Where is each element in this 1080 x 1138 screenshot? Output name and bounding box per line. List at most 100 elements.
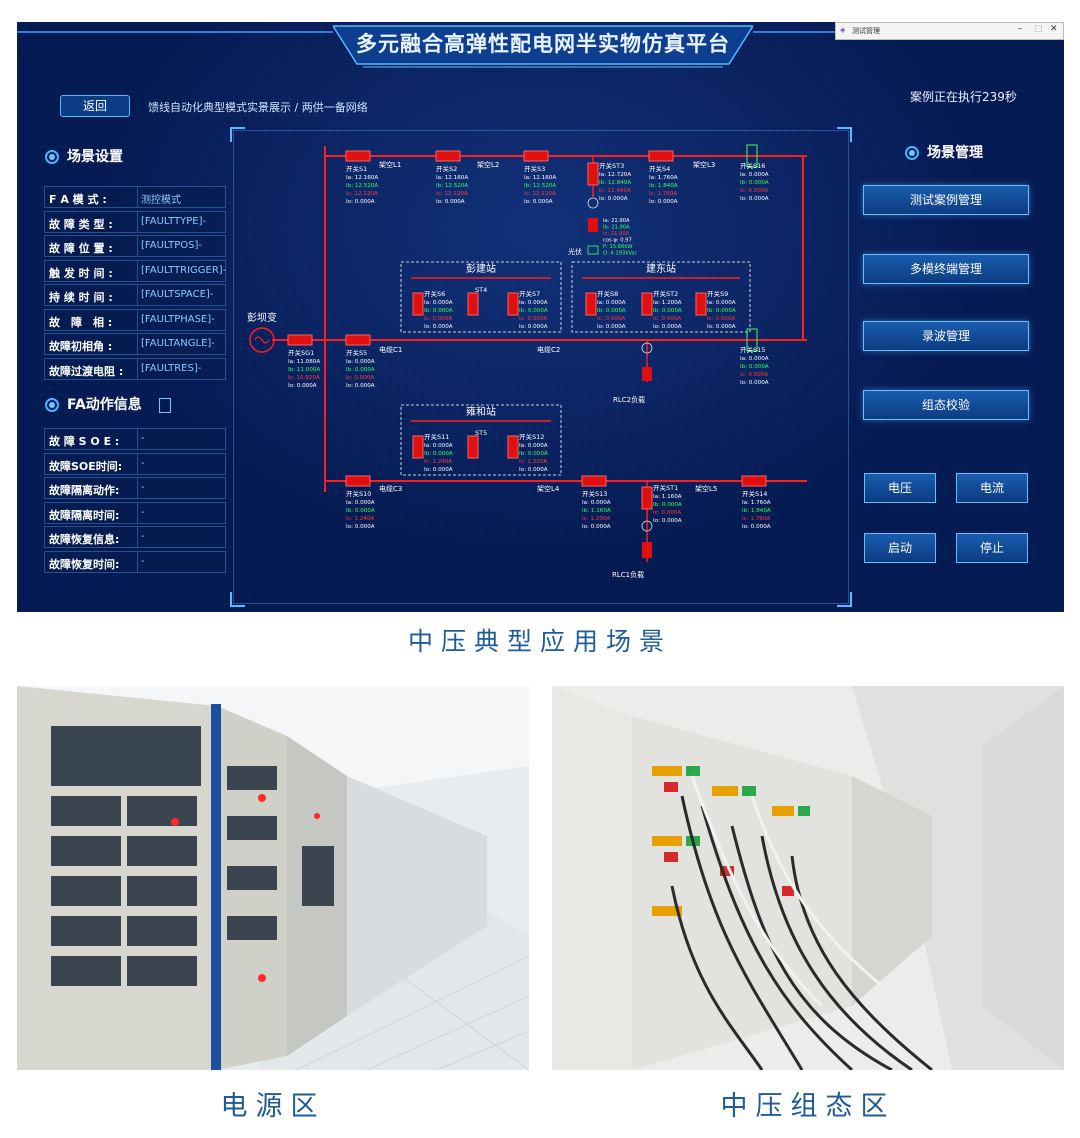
switch-icon — [287, 334, 313, 346]
fa-info-row: 故 障 S O E :- — [44, 428, 226, 450]
switch-reading: Ia: 0.000A — [424, 300, 453, 306]
switch-reading: Ic: 0.000A — [424, 316, 452, 322]
switch-reading: Ia: 0.000A — [707, 300, 736, 306]
scene-setting-row: F A 模 式 :测控模式 — [44, 186, 226, 208]
config-check-button[interactable]: 组态校验 — [863, 390, 1029, 420]
current-button[interactable]: 电流 — [956, 473, 1028, 503]
frame-corner — [837, 127, 852, 142]
back-button[interactable]: 返回 — [60, 95, 130, 117]
switch-name: 开关S9 — [707, 289, 728, 298]
switch-reading: Ia: 12.160A — [524, 175, 556, 181]
scene-setting-label: 故 障 类 型 : — [49, 217, 113, 231]
switch-reading: Ib: 0.000A — [519, 308, 548, 314]
switch-reading: Ia: 0.000A — [519, 443, 548, 449]
scene-setting-label: 故障过渡电阻 : — [49, 364, 124, 378]
scene-setting-row: 故障初相角 :[FAULTANGLE]- — [44, 333, 226, 355]
switch-reading: Ia: 0.000A — [740, 172, 769, 178]
scene-setting-label: 故 障 相 : — [49, 315, 113, 329]
switch-reading: Ia: 0.000A — [582, 500, 611, 506]
switch-icon — [507, 435, 519, 459]
switch-name: 开关ST2 — [653, 289, 678, 298]
test-case-manage-button[interactable]: 测试案例管理 — [863, 185, 1029, 215]
switch-reading: Ia: 0.000A — [424, 443, 453, 449]
waveform-manage-button[interactable]: 录波管理 — [863, 321, 1029, 351]
switch-reading: Ib: 1.840A — [649, 183, 678, 189]
transformer-icon — [641, 342, 653, 354]
switch-reading: Ic: 0.000A — [740, 372, 768, 378]
sine-icon — [254, 336, 270, 344]
switch-name: 开关S11 — [424, 432, 449, 441]
divider — [137, 187, 138, 207]
line-label: 架空L3 — [693, 160, 715, 169]
platform-screen: 多元融合高弹性配电网半实物仿真平台 ◈ 测试管理 – □ ✕ 返回 馈线自动化典… — [17, 22, 1064, 612]
close-button[interactable]: ✕ — [1050, 24, 1058, 34]
fa-info-value: - — [141, 457, 145, 469]
switch-reading: Ib: 12.840A — [599, 180, 631, 186]
switch-reading: Ib: 12.520A — [524, 183, 556, 189]
switch-name: ST5 — [475, 429, 487, 437]
rlc1-switch-icon — [642, 542, 652, 558]
switch-reading: Io: 0.000A — [597, 324, 626, 330]
divider — [137, 211, 138, 232]
scene-setting-value: [FAULTSPACE]- — [141, 289, 214, 300]
switch-icon — [507, 292, 519, 316]
power-area-photo — [17, 686, 529, 1070]
fa-info-label: 故障隔离时间: — [49, 508, 120, 522]
switch-reading: Ia: 0.000A — [597, 300, 626, 306]
switch-reading: Ic: 0.000A — [519, 316, 547, 322]
pv-reading: Q: 4.193kVar — [603, 251, 638, 257]
switch-reading: Ib: 11.000A — [288, 367, 320, 373]
mv-config-area-photo — [552, 686, 1064, 1070]
switch-reading: Ib: 0.000A — [519, 451, 548, 457]
switch-icon — [746, 144, 758, 168]
scene-setting-value: [FAULTANGLE]- — [141, 338, 215, 349]
switch-reading: Io: 0.000A — [288, 383, 317, 389]
switch-icon — [695, 292, 707, 316]
switch-reading: Ia: 0.000A — [346, 359, 375, 365]
fa-info-row: 故障恢复时间:- — [44, 550, 226, 573]
switch-reading: Ic: 1.760A — [742, 516, 770, 522]
switch-reading: Io: 0.000A — [707, 324, 736, 330]
switch-reading: Ia: 12.720A — [599, 172, 631, 178]
maximize-button[interactable]: □ — [1034, 24, 1043, 34]
window-title: 测试管理 — [852, 27, 880, 35]
switch-reading: Io: 0.000A — [424, 324, 453, 330]
switch-icon — [741, 475, 767, 487]
source-label: 彭坝变 — [247, 311, 277, 324]
terminal-manage-button[interactable]: 多模终端管理 — [863, 254, 1029, 284]
divider — [137, 236, 138, 256]
switch-reading: Ic: 0.000A — [346, 375, 374, 381]
fa-info-label: 故障SOE时间: — [49, 459, 123, 473]
switch-name: 开关S2 — [436, 164, 457, 173]
document-icon[interactable] — [158, 397, 171, 413]
switch-reading: Ia: 12.160A — [346, 175, 378, 181]
scene-setting-row: 故 障 类 型 :[FAULTTYPE]- — [44, 210, 226, 233]
minimize-button[interactable]: – — [1018, 24, 1023, 34]
switch-reading: Io: 0.000A — [519, 467, 548, 473]
switch-reading: Ib: 1.840A — [742, 508, 771, 514]
scene-setting-row: 故 障 位 置 :[FAULTPOS]- — [44, 235, 226, 257]
pv-reading: Ic: 21.90A — [603, 231, 630, 237]
divider — [137, 478, 138, 498]
fa-info-value: - — [141, 531, 145, 542]
voltage-button[interactable]: 电压 — [864, 473, 936, 503]
fa-info-row: 故障恢复信息:- — [44, 526, 226, 548]
start-button[interactable]: 启动 — [864, 533, 936, 563]
switch-reading: Ic: 1.760A — [649, 191, 677, 197]
breadcrumb: 馈线自动化典型模式实景展示 / 两供一备网络 — [148, 101, 368, 114]
fa-info-label: 故障恢复时间: — [49, 557, 120, 571]
switch-name: 开关S8 — [597, 289, 618, 298]
rlc2-switch-icon — [642, 367, 652, 381]
station-box — [400, 261, 562, 333]
switch-icon — [746, 328, 758, 352]
switch-icon — [467, 435, 479, 459]
stop-button[interactable]: 停止 — [956, 533, 1028, 563]
source-generator-icon — [249, 327, 275, 353]
scene-setting-row: 触 发 时 间 :[FAULTTRIGGER]- — [44, 259, 226, 282]
switch-reading: Io: 0.000A — [740, 380, 769, 386]
switch-reading: Ic: 12.120A — [436, 191, 468, 197]
switch-reading: Ib: 0.000A — [424, 308, 453, 314]
rlc2-label: RLC2负载 — [613, 395, 645, 404]
switch-reading: Io: 0.000A — [653, 518, 682, 524]
